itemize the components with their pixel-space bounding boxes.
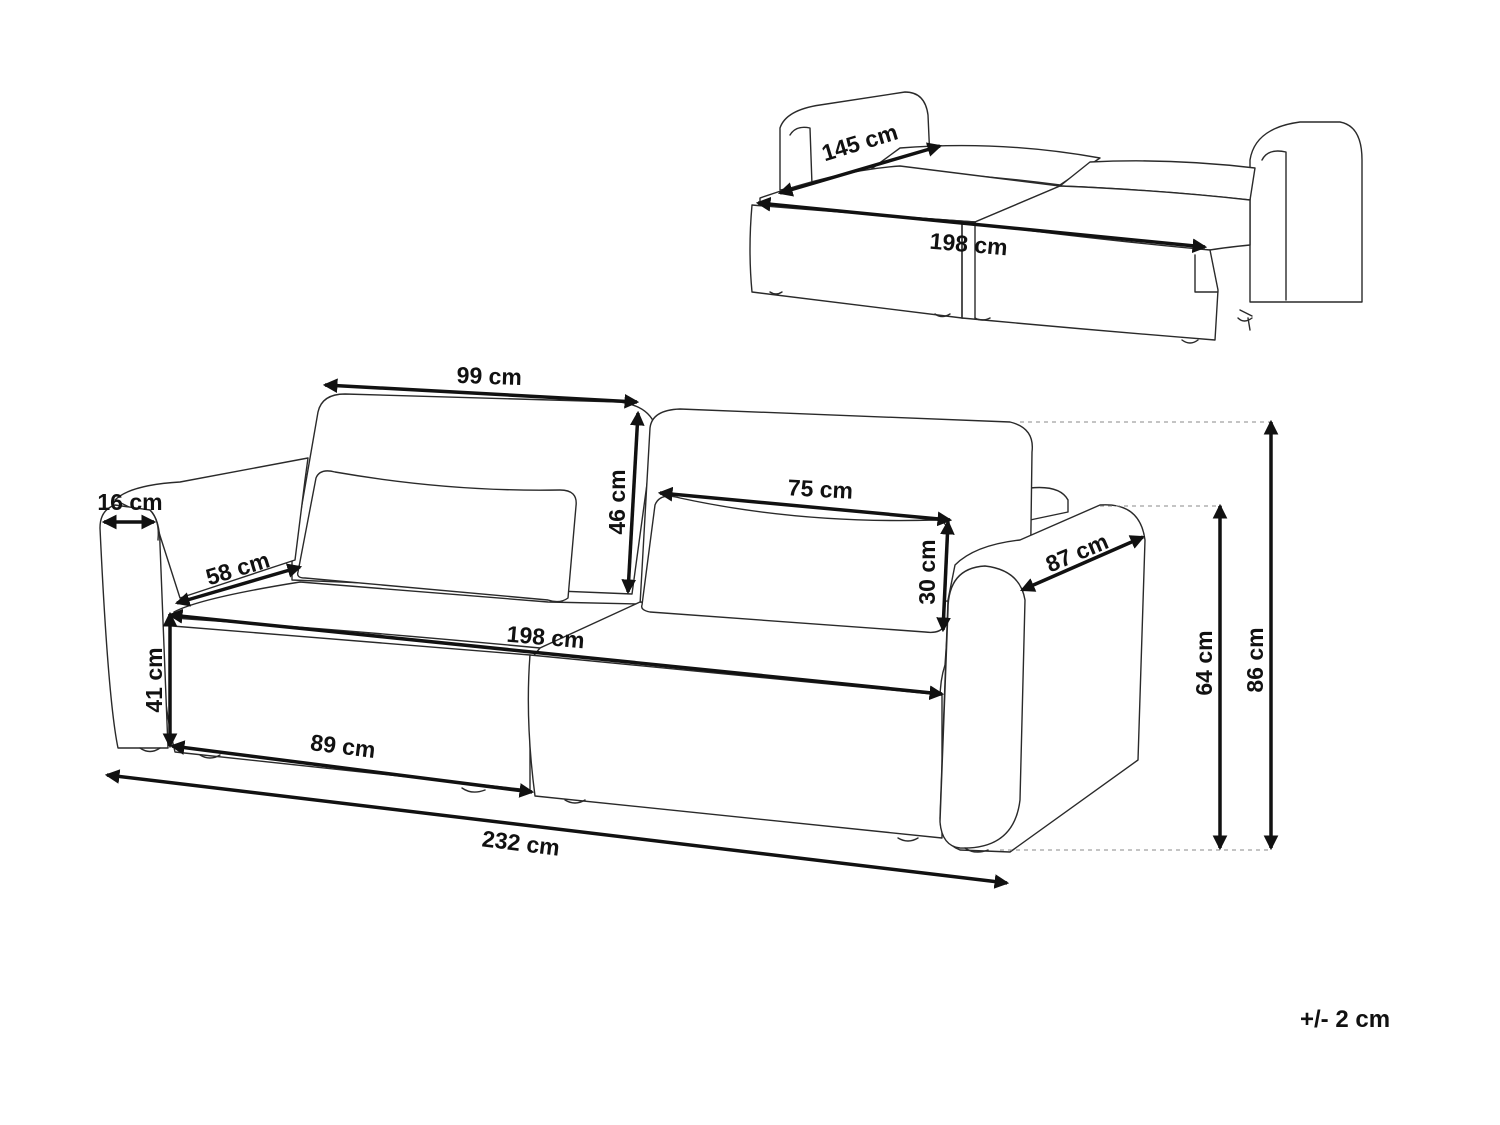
label-backrest-height: 46 cm xyxy=(604,469,630,534)
label-total-width: 232 cm xyxy=(481,825,562,860)
dim-line-backrest-width xyxy=(322,378,640,409)
tolerance-note: +/- 2 cm xyxy=(1300,1006,1391,1033)
dim-line-backrest-height xyxy=(621,410,645,595)
sofa-bed-illustration xyxy=(749,91,1363,344)
label-total-height: 86 cm xyxy=(1242,627,1268,692)
dim-line-bed-length xyxy=(755,196,1208,254)
label-backrest-width: 99 cm xyxy=(456,362,522,390)
label-cushion-height: 30 cm xyxy=(914,539,940,604)
dim-line-depth xyxy=(1019,535,1146,592)
label-cushion-width: 75 cm xyxy=(787,474,853,503)
dim-line-total-width xyxy=(104,769,1010,889)
label-seat-height: 41 cm xyxy=(141,647,167,712)
label-armrest-width: 16 cm xyxy=(97,489,162,515)
dim-line-seat-depth xyxy=(174,563,303,607)
dim-line-seat-width xyxy=(167,608,945,701)
label-seat-width: 198 cm xyxy=(506,621,586,654)
dim-line-bed-width xyxy=(777,142,943,197)
label-armrest-height: 64 cm xyxy=(1191,630,1217,695)
dim-line-cushion-width xyxy=(657,486,953,527)
